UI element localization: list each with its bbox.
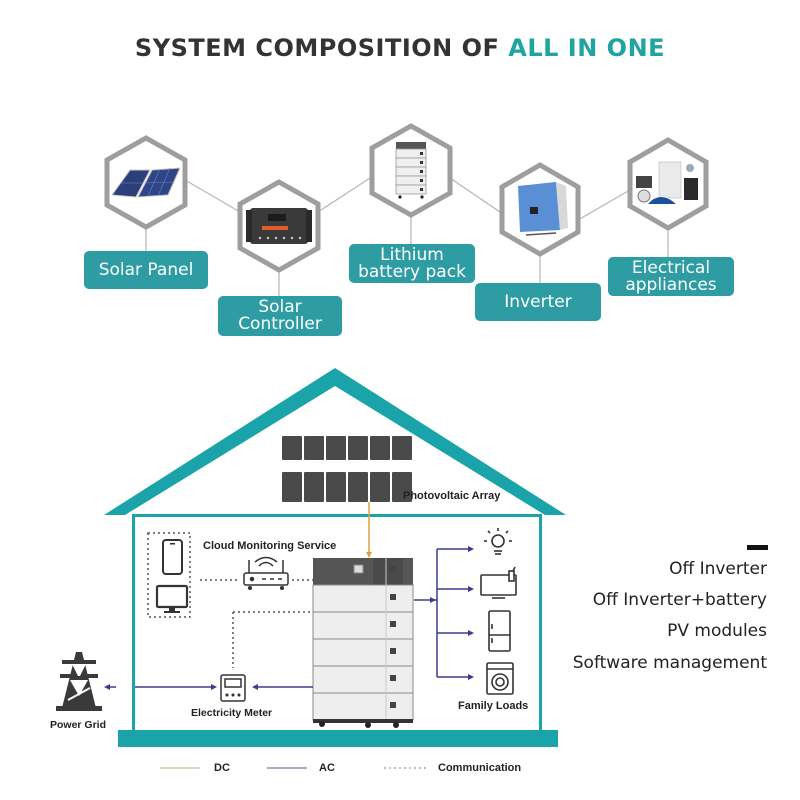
side-list-item: PV modules	[667, 621, 767, 641]
label-inverter: Inverter	[475, 283, 601, 321]
house-wall-right	[539, 515, 542, 733]
page-title: SYSTEM COMPOSITION OF ALL IN ONE	[0, 34, 800, 62]
light-bulb-icon	[484, 528, 512, 555]
battery-stack-icon	[395, 142, 427, 199]
hexagon-inverter	[499, 162, 581, 257]
label-solar-panel: Solar Panel	[84, 251, 208, 289]
hexagon-solar-controller	[237, 179, 321, 273]
house-ceiling	[132, 514, 542, 517]
legend-dc-label: DC	[214, 762, 230, 774]
legend-ac-label: AC	[319, 762, 335, 774]
label-electrical-appliances: Electrical appliances	[608, 257, 734, 296]
inverter-icon	[518, 182, 568, 236]
ac-arrows	[104, 546, 474, 690]
battery-tower-icon	[312, 558, 414, 728]
electricity-meter-label: Electricity Meter	[191, 707, 273, 719]
side-list-item: Software management	[572, 653, 767, 673]
hexagon-electrical-appliances	[627, 137, 709, 231]
family-loads-label: Family Loads	[458, 700, 529, 712]
title-main: SYSTEM COMPOSITION OF	[134, 34, 509, 62]
label-inverter-text: Inverter	[504, 291, 572, 312]
dc-arrow	[366, 552, 372, 558]
monitor-icon	[155, 584, 189, 613]
tv-icon	[480, 566, 517, 599]
label-lithium-battery: Lithium battery pack	[349, 244, 475, 283]
title-accent: ALL IN ONE	[508, 34, 666, 62]
photovoltaic-array-icon	[282, 436, 412, 502]
phone-icon	[162, 539, 183, 575]
appliances-icon	[636, 161, 698, 204]
cloud-monitoring-label: Cloud Monitoring Service	[203, 540, 337, 552]
side-list-item: Off Inverter+battery	[592, 590, 767, 610]
label-electrical-appliances-line1: Electrical	[631, 257, 711, 278]
charge-controller-icon	[246, 208, 312, 244]
hexagon-lithium-battery	[369, 123, 453, 218]
label-solar-controller-line2: Controller	[238, 314, 322, 334]
house	[104, 368, 566, 747]
refrigerator-icon	[488, 610, 511, 652]
side-list-item: Off Inverter	[669, 559, 767, 579]
router-icon	[243, 556, 289, 591]
communication-lines	[147, 532, 313, 668]
label-lithium-battery-line2: battery pack	[358, 261, 466, 282]
house-wall-left	[132, 515, 135, 733]
label-solar-controller-line1: Solar	[258, 297, 302, 317]
label-electrical-appliances-line2: appliances	[625, 274, 717, 295]
ac-lines	[108, 548, 470, 688]
label-solar-panel-text: Solar Panel	[98, 259, 194, 280]
pv-array-label: Photovoltaic Array	[403, 490, 501, 502]
label-solar-controller: Solar Controller	[218, 296, 342, 336]
dash-marker	[747, 545, 768, 550]
label-lithium-battery-line1: Lithium	[380, 244, 444, 265]
solar-panel-icon	[111, 167, 181, 198]
hexagon-solar-panel	[104, 135, 188, 230]
electricity-meter-icon	[220, 674, 246, 702]
power-grid-label: Power Grid	[50, 719, 107, 731]
power-grid-tower-icon	[56, 652, 102, 711]
legend-communication-label: Communication	[438, 762, 522, 774]
washing-machine-icon	[486, 662, 514, 695]
house-floor	[118, 730, 558, 747]
